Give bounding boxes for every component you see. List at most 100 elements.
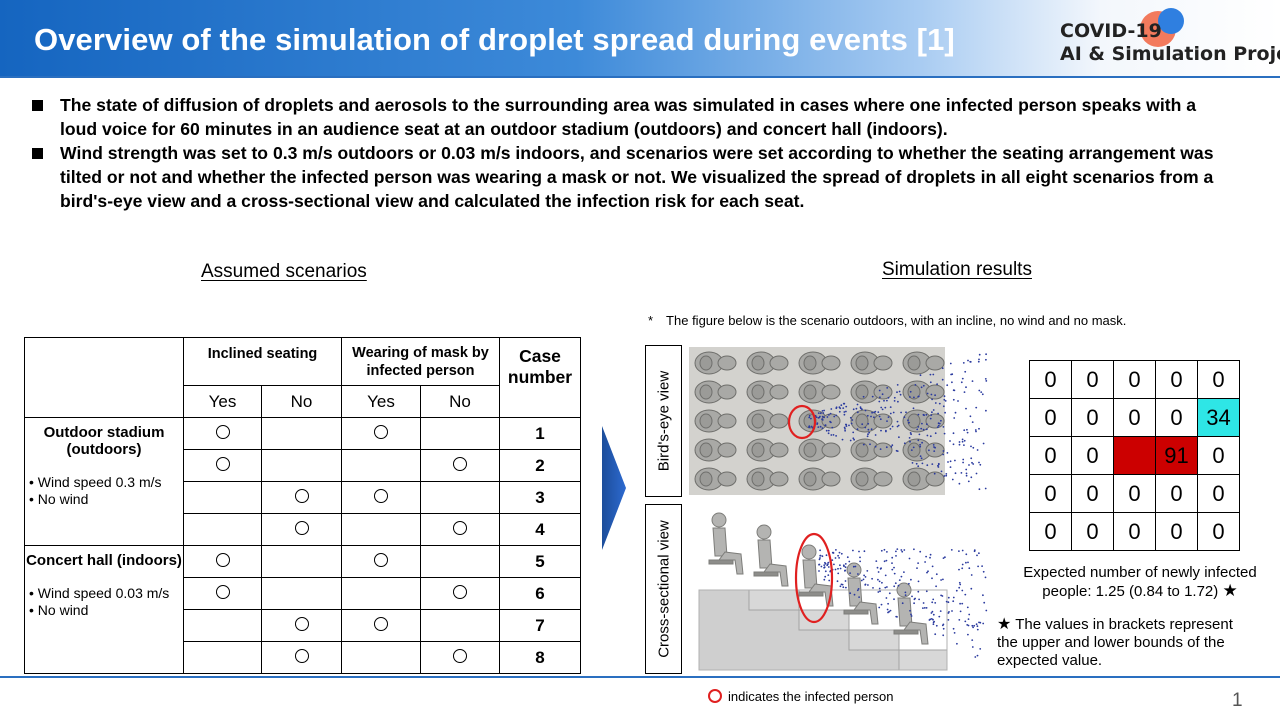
droplet-dot <box>908 421 910 424</box>
droplet-dot <box>909 432 912 434</box>
droplet-dot <box>910 613 912 616</box>
page-title: Overview of the simulation of droplet sp… <box>34 22 955 57</box>
droplet-dot <box>879 396 881 399</box>
droplet-dot <box>917 590 920 593</box>
droplet-dot <box>823 566 825 569</box>
droplet-dot <box>912 446 915 449</box>
droplet-dot <box>929 435 932 438</box>
droplet-dot <box>895 449 898 452</box>
star-note-line: expected value. <box>997 652 1103 669</box>
droplet-dot <box>877 411 880 413</box>
droplet-dot <box>928 449 930 452</box>
droplet-dot <box>895 555 897 557</box>
droplet-dot <box>960 381 963 384</box>
droplet-dot <box>838 410 841 413</box>
seated-figure <box>902 467 945 491</box>
droplet-dot <box>859 560 861 563</box>
droplet-dot <box>889 609 892 612</box>
droplet-dot <box>966 428 968 431</box>
droplet-dot <box>889 406 892 408</box>
droplet-dot <box>942 578 944 581</box>
droplet-dot <box>963 439 966 442</box>
droplet-dot <box>886 551 888 553</box>
grid-cell: 0 <box>1155 360 1198 399</box>
droplet-dot <box>931 601 934 604</box>
droplet-dot <box>849 592 852 595</box>
droplet-dot <box>961 440 964 443</box>
droplet-dot <box>904 594 907 596</box>
droplet-dot <box>821 410 824 412</box>
droplet-dot <box>940 470 943 473</box>
droplet-dot <box>878 415 881 418</box>
droplet-dot <box>877 578 879 581</box>
droplet-dot <box>917 562 919 564</box>
droplet-dot <box>827 429 830 432</box>
seated-figure <box>694 380 737 404</box>
droplet-dot <box>974 429 977 431</box>
droplet-dot <box>883 560 886 563</box>
droplet-dot <box>976 554 978 557</box>
droplet-dot <box>844 580 847 582</box>
droplet-dot <box>972 463 975 465</box>
droplet-dot <box>845 410 847 413</box>
droplet-dot <box>934 633 937 636</box>
droplet-dot <box>844 428 846 430</box>
droplet-dot <box>836 580 839 583</box>
droplet-dot <box>878 400 881 403</box>
subheader-yes: Yes <box>183 385 262 418</box>
droplet-dot <box>961 377 964 380</box>
seated-figure <box>746 467 789 491</box>
droplet-dot <box>962 362 965 364</box>
droplet-dot <box>933 450 936 452</box>
droplet-dot <box>834 568 837 571</box>
droplet-dot <box>817 417 820 419</box>
droplet-dot <box>931 610 934 613</box>
droplet-dot <box>913 548 915 551</box>
droplet-dot <box>919 550 922 553</box>
droplet-dot <box>965 561 967 564</box>
droplet-dot <box>931 577 933 580</box>
droplet-dot <box>917 413 920 416</box>
droplet-dot <box>911 462 914 464</box>
scenarios-heading: Assumed scenarios <box>201 261 367 282</box>
droplet-dot <box>936 383 938 386</box>
droplet-dot <box>931 411 933 414</box>
droplet-dot <box>953 417 956 419</box>
droplet-dot <box>964 370 967 373</box>
droplet-dot <box>913 602 915 605</box>
droplet-dot <box>965 472 968 475</box>
droplet-dot <box>932 613 935 616</box>
droplet-dot <box>978 353 981 356</box>
droplet-dot <box>903 571 905 573</box>
droplet-dot <box>855 407 858 410</box>
droplet-dot <box>985 358 987 361</box>
droplet-dot <box>962 458 965 461</box>
droplet-dot <box>845 423 847 426</box>
droplet-dot <box>819 557 821 559</box>
droplet-dot <box>844 569 846 572</box>
droplet-dot <box>971 624 974 627</box>
droplet-dot <box>863 550 866 553</box>
droplet-dot <box>944 411 946 414</box>
droplet-dot <box>858 596 860 598</box>
bullet-text: The state of diffusion of droplets and a… <box>60 95 1197 139</box>
droplet-dot <box>973 624 976 627</box>
col-header-case: Case number <box>499 337 581 418</box>
droplet-dot <box>929 373 932 376</box>
droplet-dot <box>933 472 936 475</box>
droplet-dot <box>831 426 834 429</box>
droplet-dot <box>877 591 880 593</box>
droplet-dot <box>949 466 952 468</box>
droplet-dot <box>819 549 821 552</box>
droplet-dot <box>845 405 848 408</box>
droplet-dot <box>827 566 830 568</box>
seated-figure <box>798 467 841 491</box>
star-note: ★ The values in brackets represent the u… <box>997 616 1277 670</box>
droplet-dot <box>830 408 833 410</box>
expected-line1: Expected number of newly infected <box>1023 564 1257 581</box>
grid-cell: 0 <box>1071 436 1114 475</box>
grid-cell: 0 <box>1113 474 1156 513</box>
droplet-dot <box>940 419 942 422</box>
droplet-dot <box>961 563 964 566</box>
droplet-dot <box>891 568 894 571</box>
